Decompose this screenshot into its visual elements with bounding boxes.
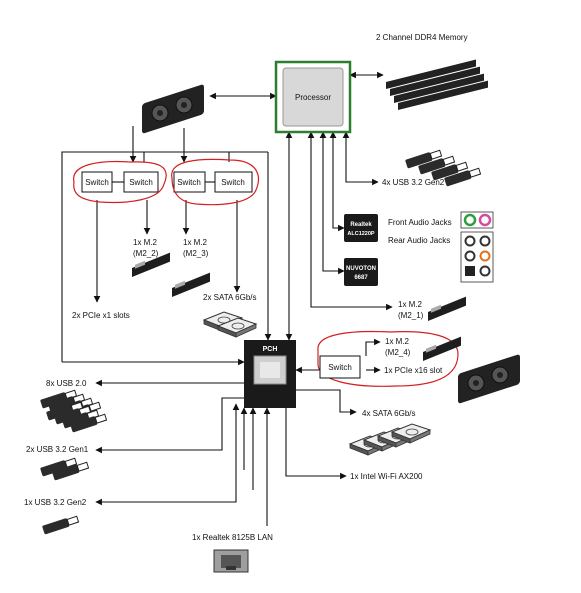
pcie-x1-label: 2x PCIe x1 slots bbox=[72, 311, 130, 320]
ethernet-port-icon bbox=[213, 549, 249, 573]
m2-4-line1: 1x M.2 bbox=[385, 337, 410, 346]
pch-label: PCH bbox=[263, 346, 278, 353]
processor-chip: Processor bbox=[274, 60, 352, 134]
audio-jack-icon bbox=[460, 211, 494, 283]
usb-drive-icon bbox=[39, 388, 108, 434]
m2-3-line1: 1x M.2 bbox=[183, 238, 208, 247]
m2-ssd-icon bbox=[428, 296, 466, 321]
nuvoton-line2: 6687 bbox=[354, 275, 368, 281]
usb20-label: 8x USB 2.0 bbox=[46, 379, 87, 388]
m2-1-line2: (M2_1) bbox=[398, 311, 424, 320]
switch-2-label: Switch bbox=[129, 178, 153, 187]
m2-2-line1: 1x M.2 bbox=[133, 238, 158, 247]
m2-2-line2: (M2_2) bbox=[133, 249, 159, 258]
switch-group-left: Switch Switch Switch Switch bbox=[81, 171, 253, 193]
usb32g1-label: 2x USB 3.2 Gen1 bbox=[26, 445, 89, 454]
usb-drive-icon bbox=[41, 514, 80, 536]
pch-chip: PCH bbox=[244, 340, 296, 408]
sata-drive-icon bbox=[203, 311, 257, 338]
sata-drive-icon bbox=[349, 423, 431, 456]
realtek-chip-line2: ALC1220P bbox=[347, 231, 375, 237]
switch-right: Switch bbox=[319, 355, 361, 379]
wires bbox=[61, 71, 393, 526]
memory-module-icon bbox=[386, 59, 488, 111]
realtek-chip-line1: Realtek bbox=[350, 222, 372, 228]
rear-audio-label: Rear Audio Jacks bbox=[388, 236, 450, 245]
nuvoton-chip: NUVOTON 6687 bbox=[344, 258, 378, 286]
pcie-x16-label: 1x PCIe x16 slot bbox=[384, 366, 443, 375]
processor-label: Processor bbox=[295, 93, 331, 102]
usb32g2-pch-label: 1x USB 3.2 Gen2 bbox=[24, 498, 87, 507]
m2-1-line1: 1x M.2 bbox=[398, 300, 423, 309]
switch-right-label: Switch bbox=[328, 363, 352, 372]
m2-4-line2: (M2_4) bbox=[385, 348, 411, 357]
m2-ssd-icon bbox=[423, 336, 461, 361]
graphics-card-icon bbox=[141, 83, 205, 135]
lan-label: 1x Realtek 8125B LAN bbox=[192, 533, 273, 542]
usb-drive-icon bbox=[39, 456, 90, 482]
wifi-label: 1x Intel Wi-Fi AX200 bbox=[350, 472, 423, 481]
memory-label: 2 Channel DDR4 Memory bbox=[376, 33, 468, 42]
sata-right-label: 4x SATA 6Gb/s bbox=[362, 409, 416, 418]
usb32g2-cpu-label: 4x USB 3.2 Gen2 bbox=[382, 178, 445, 187]
switch-1-label: Switch bbox=[85, 178, 109, 187]
realtek-audio-chip: Realtek ALC1220P bbox=[344, 214, 378, 242]
switch-4-label: Switch bbox=[221, 178, 245, 187]
front-audio-label: Front Audio Jacks bbox=[388, 218, 452, 227]
nuvoton-line1: NUVOTON bbox=[346, 266, 376, 272]
switch-3-label: Switch bbox=[177, 178, 201, 187]
sata-left-label: 2x SATA 6Gb/s bbox=[203, 293, 257, 302]
graphics-card-icon bbox=[457, 353, 521, 405]
m2-3-line2: (M2_3) bbox=[183, 249, 209, 258]
highlight-marks bbox=[73, 158, 459, 387]
